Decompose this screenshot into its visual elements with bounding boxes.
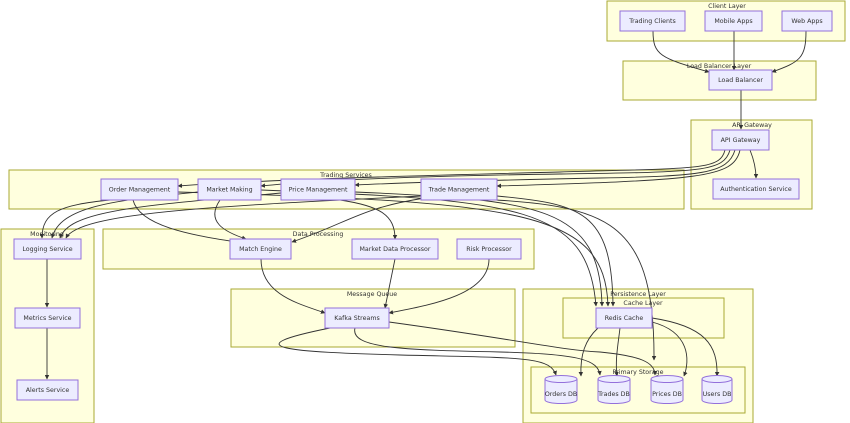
node-match-engine[interactable]: Match Engine bbox=[229, 238, 292, 260]
edge-market-making-to-match-engine bbox=[214, 199, 247, 240]
cluster-api-gateway-label: API Gateway bbox=[732, 122, 772, 129]
node-logging-service[interactable]: Logging Service bbox=[13, 238, 82, 260]
node-api-gateway-label: API Gateway bbox=[721, 137, 761, 144]
cluster-primary-storage-label: Primary Storage bbox=[613, 369, 664, 376]
node-metrics-service[interactable]: Metrics Service bbox=[14, 307, 81, 329]
node-order-management-label: Order Management bbox=[109, 187, 171, 194]
edge-order-mgmt-to-match-engine bbox=[132, 199, 237, 244]
cluster-cache-layer-label: Cache Layer bbox=[623, 300, 663, 307]
node-trading-clients[interactable]: Trading Clients bbox=[619, 10, 686, 32]
node-orders-db[interactable]: Orders DB bbox=[544, 375, 578, 404]
node-web-apps[interactable]: Web Apps bbox=[781, 10, 833, 32]
edge-price-mgmt-to-market-data bbox=[339, 199, 398, 240]
cluster-message-queue-label: Message Queue bbox=[347, 291, 397, 298]
node-trading-clients-label: Trading Clients bbox=[628, 18, 676, 25]
node-mobile-apps[interactable]: Mobile Apps bbox=[704, 10, 763, 32]
edge-market-data-to-kafka bbox=[383, 258, 396, 309]
node-kafka-streams-label: Kafka Streams bbox=[334, 315, 380, 322]
node-prices-db[interactable]: Prices DB bbox=[650, 375, 684, 404]
edge-api-gateway-to-price-mgmt bbox=[354, 149, 736, 188]
cluster-trading-services-label: Trading Services bbox=[319, 172, 372, 179]
node-api-gateway[interactable]: API Gateway bbox=[711, 129, 770, 151]
node-alerts-service[interactable]: Alerts Service bbox=[16, 379, 79, 401]
node-market-making-label: Market Making bbox=[206, 187, 252, 194]
node-users-db[interactable]: Users DB bbox=[701, 375, 733, 404]
edge-redis-to-users-db bbox=[651, 317, 720, 377]
node-prices-db-label: Prices DB bbox=[652, 391, 682, 398]
edge-web-apps-to-load-balancer bbox=[771, 30, 807, 73]
node-price-management[interactable]: Price Management bbox=[280, 178, 356, 201]
node-mobile-apps-label: Mobile Apps bbox=[714, 18, 752, 25]
node-trade-management-label: Trade Management bbox=[428, 187, 490, 194]
edge-kafka-to-orders-db bbox=[278, 327, 557, 376]
node-web-apps-label: Web Apps bbox=[791, 18, 822, 25]
node-market-data-processor-label: Market Data Processor bbox=[359, 246, 430, 253]
node-trades-db-label: Trades DB bbox=[597, 391, 630, 398]
node-trade-management[interactable]: Trade Management bbox=[420, 178, 498, 201]
cluster-load-balancer-layer-label: Load Balancer Layer bbox=[687, 63, 752, 70]
node-users-db-label: Users DB bbox=[703, 391, 732, 398]
edge-redis-to-orders-db bbox=[578, 327, 599, 377]
cluster-data-processing-label: Data Processing bbox=[293, 231, 344, 238]
node-trades-db[interactable]: Trades DB bbox=[597, 375, 631, 404]
node-risk-processor-label: Risk Processor bbox=[466, 246, 512, 253]
edge-trade-mgmt-to-redis bbox=[496, 195, 616, 307]
edge-api-gateway-to-auth bbox=[749, 149, 759, 179]
edge-match-engine-to-kafka bbox=[260, 258, 326, 314]
node-metrics-service-label: Metrics Service bbox=[23, 315, 71, 322]
edge-trading-clients-to-load-balancer bbox=[652, 30, 710, 74]
edge-api-gateway-to-trade-mgmt bbox=[496, 149, 741, 189]
edge-market-making-to-redis bbox=[260, 189, 598, 307]
node-load-balancer[interactable]: Load Balancer bbox=[708, 69, 773, 91]
node-orders-db-label: Orders DB bbox=[545, 391, 577, 398]
node-risk-processor[interactable]: Risk Processor bbox=[456, 238, 522, 260]
node-match-engine-label: Match Engine bbox=[239, 246, 282, 253]
node-redis-cache[interactable]: Redis Cache bbox=[595, 307, 653, 329]
cluster-client-layer-label: Client Layer bbox=[708, 3, 746, 10]
edge-risk-processor-to-kafka bbox=[388, 258, 490, 315]
node-authentication-service-label: Authentication Service bbox=[720, 186, 792, 193]
edge-redis-to-prices-db bbox=[651, 321, 688, 377]
node-alerts-service-label: Alerts Service bbox=[26, 387, 70, 394]
edge-order-mgmt-to-logging bbox=[39, 199, 111, 239]
node-authentication-service[interactable]: Authentication Service bbox=[712, 178, 800, 200]
node-market-data-processor[interactable]: Market Data Processor bbox=[351, 238, 439, 260]
edge-kafka-to-trades-db bbox=[354, 327, 602, 376]
node-logging-service-label: Logging Service bbox=[22, 246, 72, 253]
cluster-monitoring-label: Monitoring bbox=[30, 231, 64, 238]
edge-redis-to-trades-db bbox=[614, 327, 621, 377]
node-load-balancer-label: Load Balancer bbox=[718, 77, 763, 84]
node-price-management-label: Price Management bbox=[289, 187, 348, 194]
node-redis-cache-label: Redis Cache bbox=[605, 315, 644, 322]
node-market-making[interactable]: Market Making bbox=[197, 178, 262, 201]
node-kafka-streams[interactable]: Kafka Streams bbox=[324, 307, 390, 329]
node-order-management[interactable]: Order Management bbox=[100, 178, 179, 201]
cluster-persistence-layer-label: Persistence Layer bbox=[610, 291, 666, 298]
